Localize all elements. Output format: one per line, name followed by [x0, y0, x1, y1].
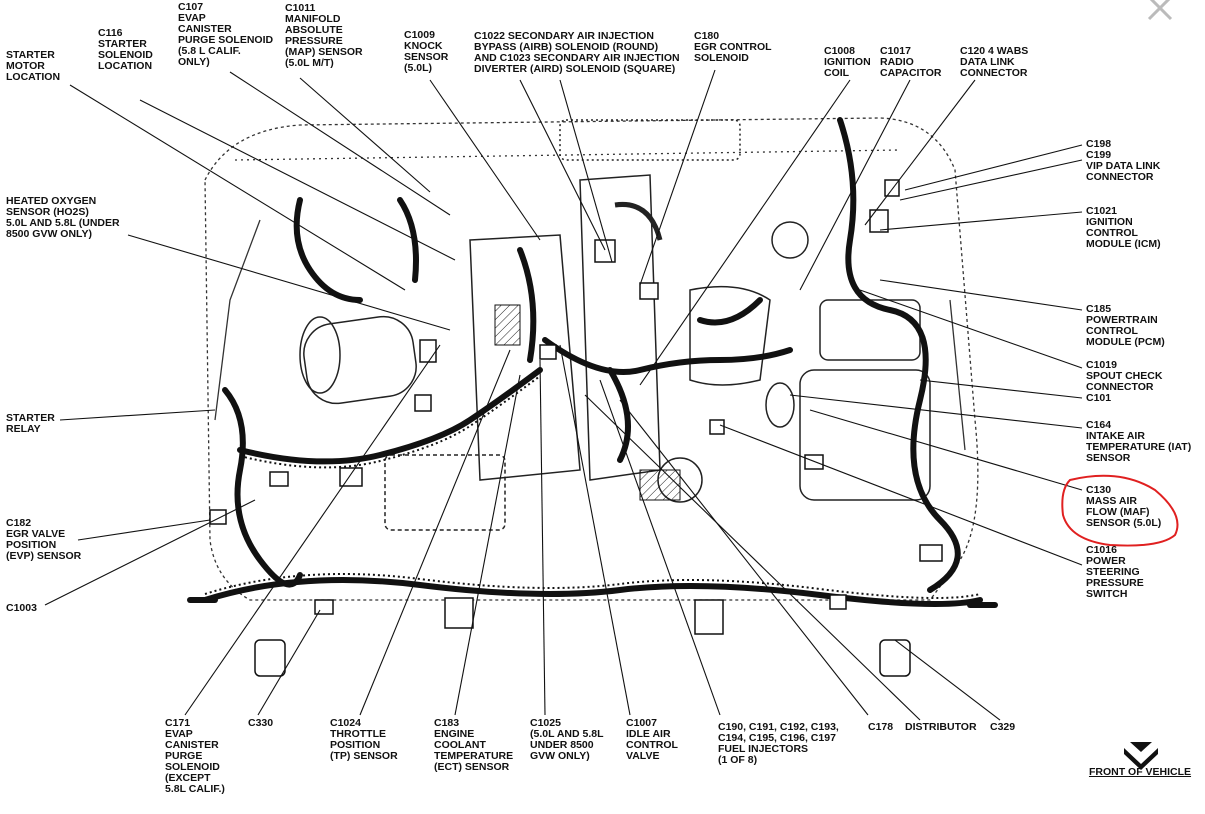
front-of-vehicle: FRONT OF VEHICLE	[1080, 738, 1200, 778]
label-c1003: C1003	[6, 602, 37, 614]
leader-lines	[44, 69, 1083, 721]
engine-bay-outline	[204, 117, 979, 601]
close-button[interactable]	[1128, 0, 1192, 30]
label-c329: C329	[990, 721, 1016, 733]
label-c178: C178	[868, 721, 894, 733]
engine-components	[299, 119, 931, 531]
wiring-harness	[187, 117, 998, 608]
close-icon	[1147, 0, 1173, 21]
label-c330: C330	[248, 717, 274, 729]
hatched-parts	[494, 304, 681, 501]
front-arrow-icon	[1124, 742, 1158, 770]
label-c190: C190, C191, C192, C193,C194, C195, C196,…	[718, 721, 839, 766]
label-distributor: DISTRIBUTOR	[905, 721, 977, 733]
highlight-circle	[1061, 474, 1179, 547]
front-of-vehicle-label: FRONT OF VEHICLE	[1088, 766, 1192, 778]
